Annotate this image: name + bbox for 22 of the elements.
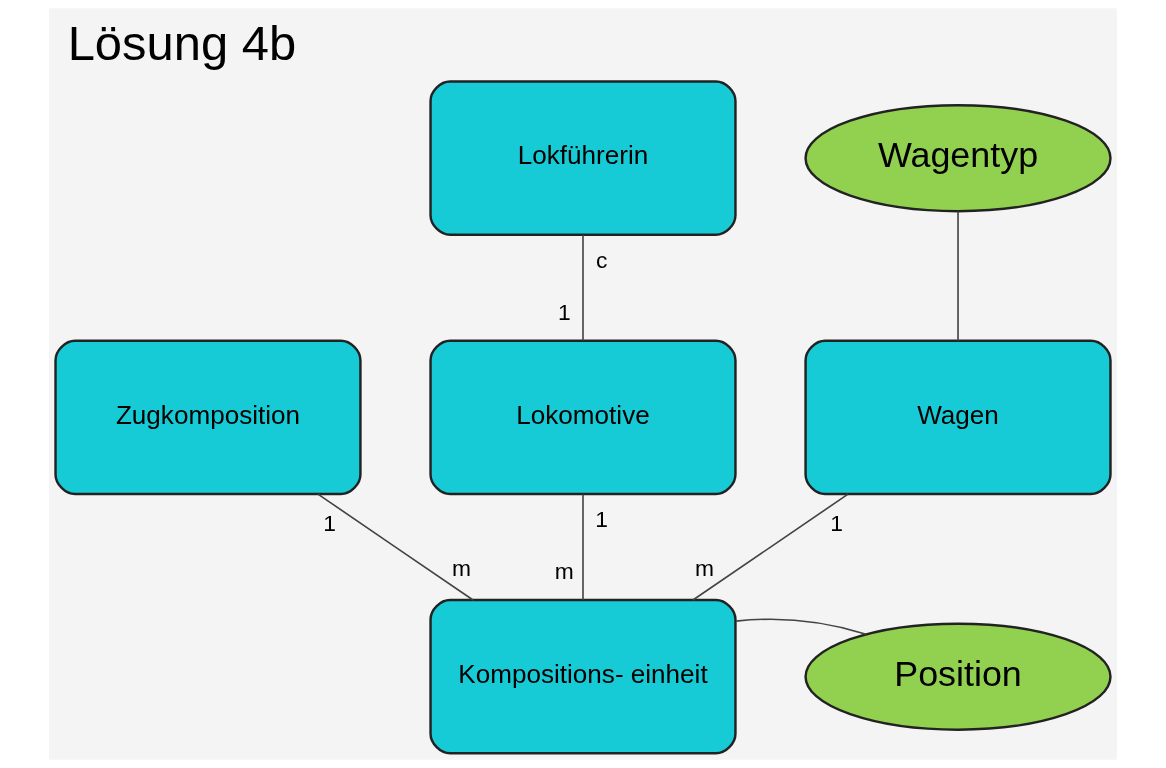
connector — [957, 210, 959, 342]
node-box: Lokomotive — [429, 339, 737, 496]
connector — [692, 493, 849, 601]
node-box: Zugkomposition — [54, 339, 362, 496]
node-box: Lokführerin — [429, 80, 737, 237]
label: 1 — [595, 506, 609, 533]
node-box: Wagen — [804, 339, 1112, 496]
label: m — [554, 558, 574, 585]
label: 1 — [830, 509, 843, 536]
node-ellipse: Position — [804, 622, 1112, 731]
connector — [735, 618, 867, 635]
connector — [317, 493, 474, 601]
diagram-title: Lösung 4b — [67, 16, 297, 71]
label: m — [695, 554, 715, 581]
connector — [582, 493, 584, 601]
label: 1 — [557, 298, 571, 325]
label: 1 — [323, 509, 336, 536]
node-ellipse: Wagentyp — [804, 103, 1112, 213]
connector — [582, 234, 584, 342]
label: c — [596, 246, 608, 273]
node-box: Kompositions- einheit — [429, 598, 737, 755]
label: m — [451, 554, 471, 581]
